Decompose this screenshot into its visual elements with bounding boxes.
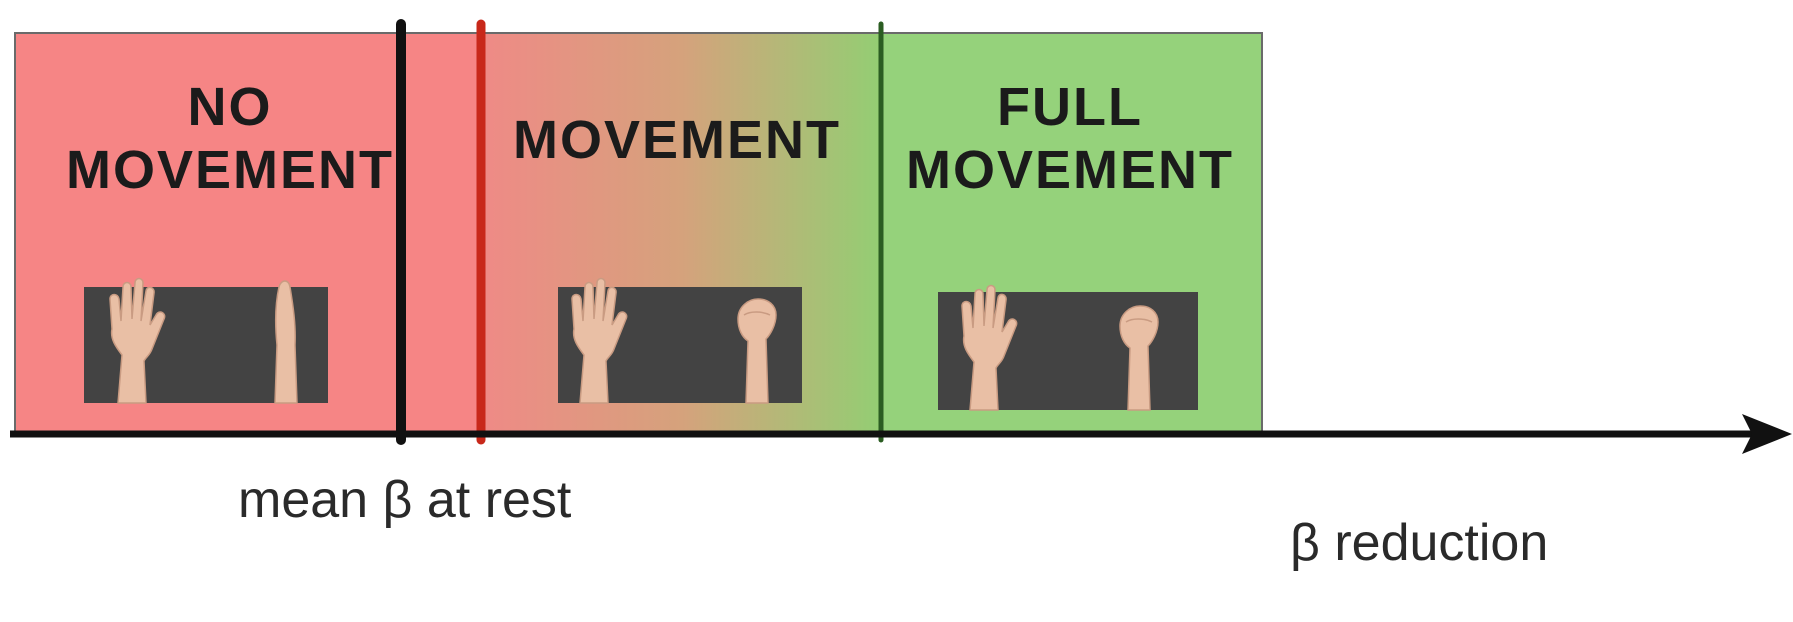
full-movement-label-line1: FULL	[997, 77, 1143, 137]
full-movement-label-line2: MOVEMENT	[906, 140, 1234, 200]
hand-panel-movement	[558, 279, 802, 404]
hand-panel-no-movement	[84, 279, 328, 404]
axis-label: β reduction	[1290, 514, 1548, 572]
no-movement-label-line2: MOVEMENT	[66, 140, 394, 200]
no-movement-label-line1: NO	[188, 77, 273, 137]
hand-panel-full-movement	[938, 286, 1198, 411]
movement-label: MOVEMENT	[513, 110, 841, 170]
rest-marker-caption: mean β at rest	[238, 471, 572, 529]
